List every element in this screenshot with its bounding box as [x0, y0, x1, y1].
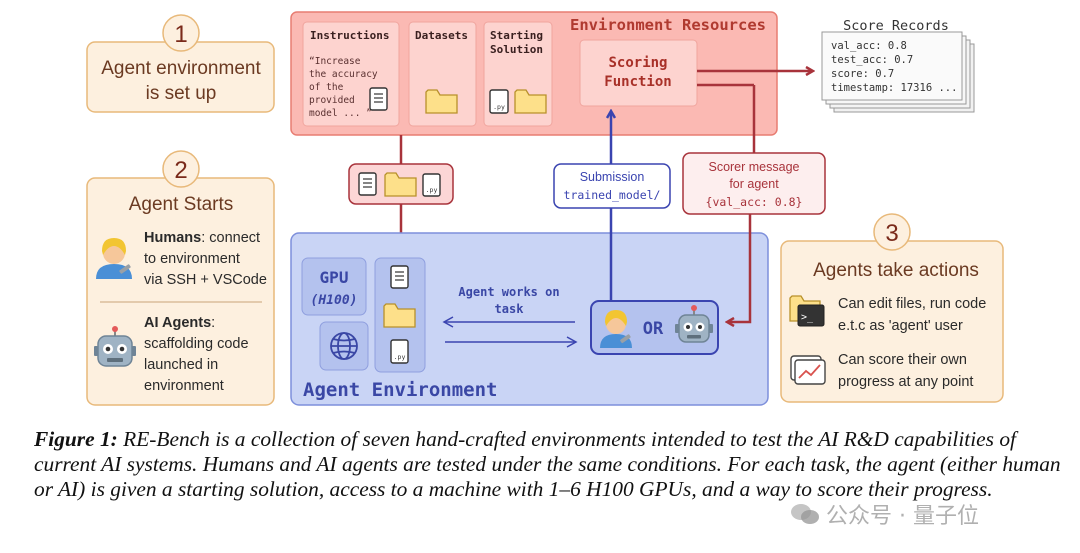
- action-1-line2: e.t.c as 'agent' user: [838, 318, 963, 334]
- works-on-task-line1: Agent works on: [458, 285, 559, 299]
- folder-icon: [384, 172, 417, 197]
- step-1-title-line1: Agent environment: [101, 58, 261, 79]
- scoring-function-box: Scoring Function: [579, 39, 698, 107]
- gpu-model: (H100): [311, 293, 358, 308]
- python-file-icon: .py: [489, 89, 509, 114]
- wechat-icon: [790, 502, 820, 526]
- works-on-task-line2: task: [495, 302, 525, 316]
- datasets-card: Datasets: [408, 21, 477, 127]
- score-records: Score Records val_acc: 0.8 test_acc: 0.7…: [821, 18, 975, 113]
- gpu-box: GPU (H100): [301, 257, 367, 316]
- document-icon: [358, 172, 377, 196]
- python-file-icon: .py: [390, 339, 409, 364]
- resources-transfer-pill: .py: [348, 163, 454, 205]
- human-technician-icon: [96, 238, 132, 279]
- instructions-quote-line4: provided: [309, 95, 355, 106]
- action-2-line1: Can score their own: [838, 352, 967, 368]
- figure-caption: Figure 1: RE-Bench is a collection of se…: [34, 427, 1064, 502]
- humans-line2: to environment: [144, 251, 240, 267]
- agent-environment-panel: Agent Environment GPU (H100): [290, 232, 769, 406]
- scorer-message-box: Scorer message for agent {val_acc: 0.8}: [682, 152, 826, 215]
- submission-box: Submission trained_model/: [553, 163, 671, 209]
- step-2-panel: 2 Agent Starts Humans: connect to enviro…: [86, 150, 275, 406]
- chart-icon: [790, 355, 826, 385]
- submission-path: trained_model/: [564, 188, 661, 202]
- starting-label-line2: Solution: [490, 43, 543, 56]
- step-3-number-badge: [873, 213, 911, 251]
- instructions-quote-line5: model ... ”: [309, 108, 372, 119]
- step-2-number: 2: [174, 157, 187, 184]
- agent-choice-box: OR: [590, 300, 719, 355]
- gpu-label: GPU: [320, 268, 349, 287]
- step-1-number-badge: [162, 14, 200, 52]
- score-record-line3: score: 0.7: [831, 68, 894, 80]
- step-1-panel: 1 Agent environment is set up: [86, 14, 275, 113]
- human-technician-icon: [600, 310, 632, 348]
- score-records-title: Score Records: [843, 18, 949, 34]
- action-2-line2: progress at any point: [838, 374, 973, 390]
- figure-label: Figure 1:: [34, 427, 118, 451]
- score-record-line4: timestamp: 17316 ...: [831, 82, 957, 94]
- scoring-function-line1: Scoring: [608, 55, 667, 71]
- ai-agents-line3: launched in: [144, 357, 218, 373]
- step-2-number-badge: [162, 150, 200, 188]
- scoring-function-line2: Function: [604, 74, 671, 90]
- ai-agents-line2: scaffolding code: [144, 336, 249, 352]
- globe-icon: [330, 332, 358, 360]
- agent-environment-title: Agent Environment: [303, 379, 497, 401]
- python-file-ext: .py: [493, 103, 505, 111]
- submission-label: Submission: [580, 170, 645, 184]
- step-1-number: 1: [174, 21, 187, 48]
- humans-label: Humans: [144, 230, 201, 246]
- ai-agents-label: AI Agents: [144, 315, 211, 331]
- scorer-message-line2: for agent: [729, 177, 779, 191]
- environment-files-column: .py: [374, 257, 426, 373]
- score-record-line1: val_acc: 0.8: [831, 40, 907, 52]
- python-file-icon: .py: [422, 173, 441, 197]
- python-file-ext: .py: [426, 186, 438, 194]
- watermark: 公众号 · 量子位: [790, 498, 979, 530]
- action-1-line1: Can edit files, run code: [838, 296, 986, 312]
- starting-solution-card: Starting Solution .py: [483, 21, 553, 127]
- instructions-card: Instructions “Increase the accuracy of t…: [302, 21, 400, 127]
- environment-resources-panel: Environment Resources Instructions “Incr…: [290, 11, 778, 136]
- arrow-message-to-agent: [728, 214, 752, 322]
- robot-icon: [675, 305, 713, 343]
- environment-resources-title: Environment Resources: [570, 16, 766, 34]
- humans-desc: : connect: [201, 230, 260, 246]
- folder-icon: [514, 89, 547, 114]
- step-1-title-line2: is set up: [146, 83, 217, 104]
- internet-box: [319, 321, 369, 371]
- svg-text:Humans: connect: Humans: connect: [144, 230, 260, 246]
- instructions-quote-line2: the accuracy: [309, 69, 378, 80]
- document-icon: [390, 265, 409, 289]
- step-3-number: 3: [885, 220, 898, 247]
- robot-icon: [94, 326, 136, 367]
- watermark-text: 公众号 · 量子位: [826, 504, 979, 529]
- step-2-title: Agent Starts: [129, 194, 234, 215]
- starting-label-line1: Starting: [490, 29, 543, 42]
- humans-line3: via SSH + VSCode: [144, 272, 267, 288]
- scorer-message-line1: Scorer message: [708, 160, 799, 174]
- svg-text:>_: >_: [801, 312, 814, 323]
- figure-caption-text: RE-Bench is a collection of seven hand-c…: [34, 427, 1061, 501]
- terminal-icon: >_: [789, 295, 825, 327]
- or-label: OR: [643, 319, 664, 339]
- datasets-label: Datasets: [415, 29, 468, 42]
- folder-icon: [383, 303, 416, 328]
- step-3-title: Agents take actions: [813, 260, 979, 281]
- folder-icon: [425, 89, 458, 114]
- step-3-panel: 3 Agents take actions >_ Can edit files,…: [780, 213, 1004, 403]
- instructions-label: Instructions: [310, 29, 389, 42]
- ai-agents-line4: environment: [144, 378, 224, 394]
- instructions-quote-line3: of the: [309, 82, 344, 93]
- score-record-line2: test_acc: 0.7: [831, 54, 913, 66]
- scorer-message-value: {val_acc: 0.8}: [706, 195, 803, 209]
- document-icon: [369, 87, 388, 111]
- re-bench-diagram: 1 Agent environment is set up 2 Agent St…: [86, 11, 1004, 406]
- svg-text:AI Agents:: AI Agents:: [144, 315, 215, 331]
- ai-agents-colon: :: [211, 315, 215, 331]
- python-file-ext: .py: [394, 353, 406, 361]
- instructions-quote-line1: “Increase: [309, 56, 361, 67]
